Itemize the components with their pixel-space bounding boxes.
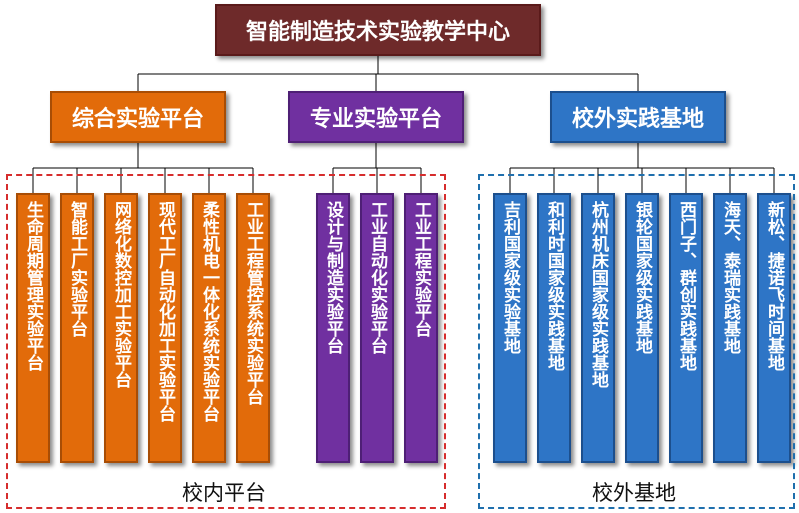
leaf-node: 银轮国家级实践基地	[625, 193, 659, 463]
leaf-node: 智能工厂实验平台	[60, 193, 94, 463]
campus-group-label: 校内平台	[182, 481, 266, 505]
category-label: 专业实验平台	[309, 107, 442, 132]
root-node: 智能制造技术实验教学中心	[215, 4, 541, 56]
leaf-node: 工业自动化实验平台	[360, 193, 394, 463]
category-label: 校外实践基地	[571, 107, 704, 132]
leaf-label: 银轮国家级实践基地	[632, 201, 652, 354]
leaf-node: 工业工程管控系统实验平台	[236, 193, 270, 463]
leaf-node: 网络化数控加工实验平台	[104, 193, 138, 463]
leaf-node: 设计与制造实验平台	[316, 193, 350, 463]
leaf-label: 柔性机电一体化系统实验平台	[199, 201, 219, 422]
leaf-node: 现代工厂自动化加工实验平台	[148, 193, 182, 463]
leaf-node: 生命周期管理实验平台	[16, 193, 50, 463]
leaf-label: 生命周期管理实验平台	[23, 201, 43, 371]
leaf-node: 新松、捷诺飞时间基地	[757, 193, 791, 463]
leaf-node: 和利时国家级实践基地	[537, 193, 571, 463]
leaf-node: 海天、泰瑞实践基地	[713, 193, 747, 463]
leaf-label: 西门子、群创实践基地	[676, 201, 696, 371]
leaf-label: 杭州机床国家级实践基地	[588, 201, 608, 388]
category-label: 综合实验平台	[71, 107, 204, 132]
campus-group-frame	[6, 174, 446, 509]
category-integrated-lab-platform: 综合实验平台	[50, 91, 226, 143]
leaf-node: 工业工程实验平台	[404, 193, 438, 463]
offcampus-group-frame	[478, 174, 795, 509]
leaf-node: 吉利国家级实验基地	[493, 193, 527, 463]
leaf-label: 新松、捷诺飞时间基地	[764, 201, 784, 371]
leaf-label: 网络化数控加工实验平台	[111, 201, 131, 388]
category-specialty-lab-platform: 专业实验平台	[288, 91, 464, 143]
leaf-label: 和利时国家级实践基地	[544, 201, 564, 371]
category-offcampus-practice-base: 校外实践基地	[550, 91, 726, 143]
leaf-label: 智能工厂实验平台	[67, 201, 87, 337]
leaf-label: 现代工厂自动化加工实验平台	[155, 201, 175, 422]
leaf-label: 工业工程实验平台	[411, 201, 431, 337]
leaf-label: 海天、泰瑞实践基地	[720, 201, 740, 354]
leaf-node: 柔性机电一体化系统实验平台	[192, 193, 226, 463]
offcampus-group-label: 校外基地	[592, 481, 676, 505]
leaf-node: 杭州机床国家级实践基地	[581, 193, 615, 463]
root-label: 智能制造技术实验教学中心	[245, 20, 510, 45]
leaf-label: 工业自动化实验平台	[367, 201, 387, 354]
leaf-label: 工业工程管控系统实验平台	[243, 201, 263, 405]
leaf-label: 设计与制造实验平台	[323, 201, 343, 354]
leaf-node: 西门子、群创实践基地	[669, 193, 703, 463]
leaf-label: 吉利国家级实验基地	[500, 201, 520, 354]
